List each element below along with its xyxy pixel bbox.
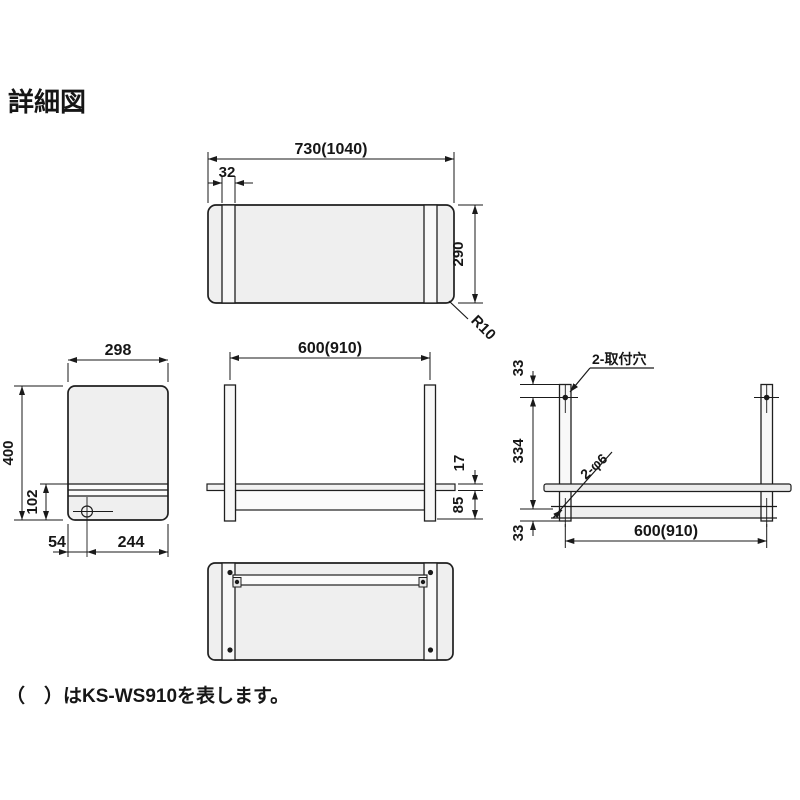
rear-view-bottom-margin-dim: 33	[510, 525, 527, 542]
front-view-apron	[234, 489, 426, 511]
rear-view-top-margin-dim: 33	[510, 360, 527, 377]
bottom-view-rear-rail	[232, 574, 428, 586]
bottom-view-screw-top-left	[227, 569, 233, 576]
side-view-height-dim: 400	[0, 440, 17, 465]
top-view-offset-dim: 32	[219, 164, 236, 181]
front-view: 600(910) 17 85	[206, 340, 483, 522]
bottom-view-left-bracket	[221, 562, 236, 661]
top-view-left-bracket	[221, 204, 236, 304]
side-view-shelf-drop-dim: 102	[24, 489, 41, 514]
bottom-view-screw-top-right	[427, 569, 434, 576]
rear-view-pitch-dim: 600(910)	[634, 523, 698, 540]
side-view-body	[67, 385, 169, 521]
model-note: （ ）はKS-WS910を表します。	[6, 684, 289, 707]
top-view-shelf-panel	[207, 204, 455, 304]
top-view-depth-dim: 290	[450, 241, 467, 266]
bottom-view-screw-bottom-left	[227, 647, 233, 653]
rear-view: 33 334 33 600(910) 2-取付穴 2-φ6	[510, 351, 792, 548]
front-view-left-bracket	[223, 384, 237, 522]
rear-view-hole-pitch-dim: 334	[510, 438, 527, 464]
bottom-view-screw-bottom-right	[427, 647, 434, 653]
front-view-shelf-edge	[206, 483, 456, 492]
top-view-width-dim: 730(1040)	[295, 141, 368, 158]
bottom-view-shelf-panel	[207, 562, 454, 661]
front-view-pitch-dim: 600(910)	[298, 340, 362, 357]
side-view-hub-offset-dim: 244	[118, 534, 145, 551]
page-title: 詳細図	[8, 87, 86, 117]
front-view-right-bracket	[423, 384, 437, 522]
rear-view-shelf-edge	[543, 483, 792, 493]
rear-view-lower-rail-fill	[565, 506, 767, 518]
side-view: 298 400 102 54 244	[0, 342, 169, 557]
rear-view-right-mount-hole	[763, 394, 770, 401]
side-view-width-dim: 298	[105, 342, 132, 359]
bottom-view-rail-screw-right	[420, 579, 426, 585]
top-view-right-bracket	[423, 204, 438, 304]
bottom-view-rail-screw-left	[234, 579, 240, 585]
rear-view-mount-hole-label: 2-取付穴	[592, 351, 646, 367]
front-view-apron-height-dim: 85	[450, 497, 467, 514]
side-view-front-gap-dim: 54	[48, 534, 66, 551]
rear-view-left-mount-hole	[562, 394, 569, 401]
rear-view-hole-diameter-label: 2-φ6	[577, 450, 610, 482]
front-view-shelf-thickness-dim: 17	[451, 455, 468, 472]
bottom-view	[207, 562, 454, 661]
top-view-radius-label: R10	[467, 312, 498, 343]
top-view: 730(1040) 32 290 R10	[207, 141, 499, 344]
